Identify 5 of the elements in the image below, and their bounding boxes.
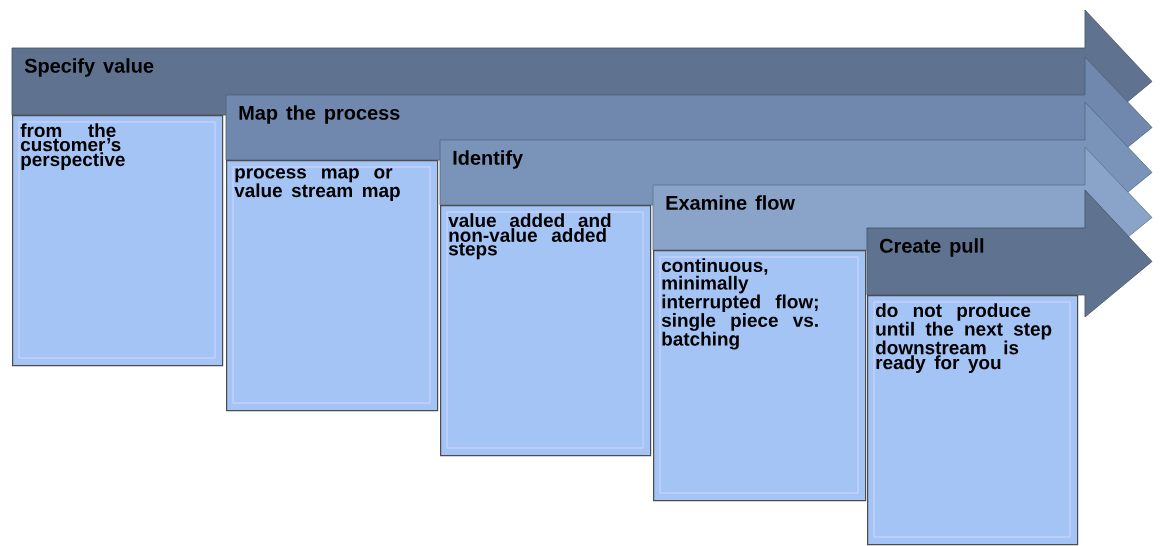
text-box: value added and non-value added steps	[440, 205, 652, 457]
text-box: continuous, minimally interrupted flow; single piece vs. batching	[653, 250, 867, 502]
text-box: do not produce until the next step downstream is ready for you	[867, 295, 1079, 546]
text-box: process map or value stream map	[226, 160, 439, 412]
text-box: from the customer’s perspective	[12, 115, 224, 367]
